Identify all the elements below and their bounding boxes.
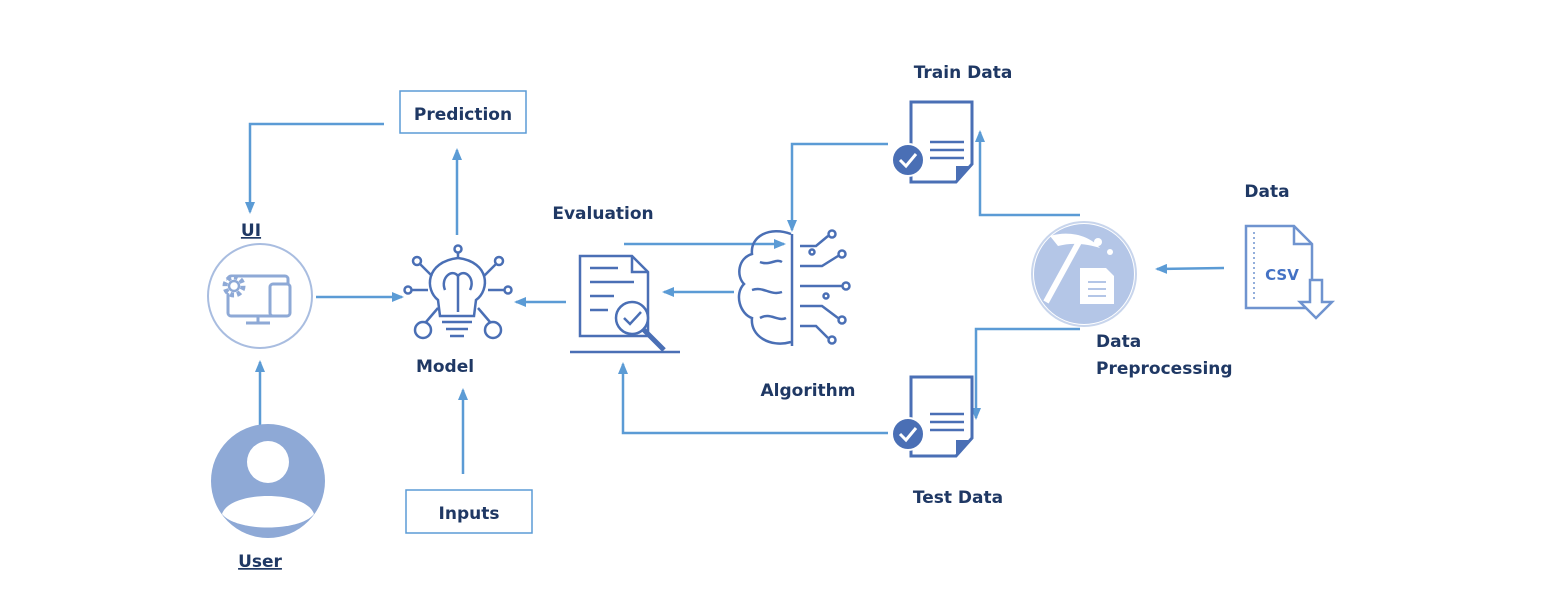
arrow-data-to-preprocessing: [1155, 263, 1225, 274]
ui-icon: [207, 243, 313, 349]
csv-file-label: CSV: [1265, 266, 1299, 284]
algorithm-brain-icon: [737, 229, 851, 346]
data-preprocessing-label-line2: Preprocessing: [1096, 359, 1233, 379]
inputs-label: Inputs: [439, 504, 500, 524]
model-label: Model: [416, 357, 474, 377]
prediction-box: Prediction: [399, 90, 527, 134]
user-label: User: [238, 552, 282, 572]
user-avatar-icon: [211, 424, 325, 538]
arrow-preprocessing-to-train: [975, 130, 1080, 217]
connector-arrows: [245, 122, 1225, 474]
evaluation-label: Evaluation: [552, 204, 653, 224]
test-data-document-icon: [891, 375, 974, 458]
data-label: Data: [1244, 182, 1289, 202]
model-bulb-icon: [403, 244, 513, 340]
train-data-label: Train Data: [914, 63, 1013, 83]
train-data-document-icon: [891, 100, 974, 184]
evaluation-document-icon: [570, 254, 680, 354]
arrow-train-to-algorithm: [787, 142, 888, 232]
data-preprocessing-label-line1: Data: [1096, 332, 1141, 352]
arrow-prediction-to-ui: [245, 122, 384, 214]
arrow-test-to-evaluation: [618, 362, 888, 435]
test-data-label: Test Data: [913, 488, 1003, 508]
ui-label: UI: [241, 221, 261, 241]
csv-file-icon: [1244, 224, 1336, 320]
arrow-preprocessing-to-test: [971, 327, 1080, 420]
prediction-label: Prediction: [414, 105, 512, 125]
data-preprocessing-icon: [1031, 221, 1137, 327]
algorithm-label: Algorithm: [761, 381, 856, 401]
inputs-box: Inputs: [405, 489, 533, 534]
